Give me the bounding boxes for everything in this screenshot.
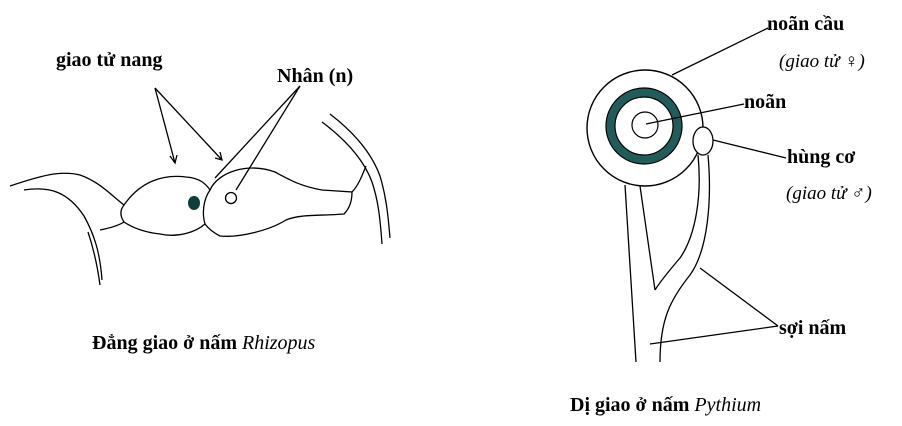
label-antheridium-note: (giao tử ♂) — [786, 183, 872, 204]
rhizopus-left-hypha-bottom — [24, 189, 102, 280]
rhizopus-fusion-line — [203, 190, 210, 224]
pythium-figure: noãn cầu (giao tử ♀) noãn hùng cơ (giao … — [570, 13, 872, 416]
rhizopus-figure: giao tử nang Nhân (n) Đẳng giao ở nấm Rh… — [10, 49, 390, 354]
label-oogonium: noãn cầu — [767, 13, 844, 35]
caption-pythium-species: Pythium — [693, 394, 761, 416]
oogonium-stalk-right — [640, 186, 655, 290]
caption-rhizopus-species: Rhizopus — [241, 332, 316, 354]
rhizopus-right-hypha-outer — [322, 122, 382, 244]
oogonium-stalk-left — [625, 185, 636, 362]
nucleus-pointers — [215, 86, 300, 190]
pointer-hyphae-1 — [700, 268, 778, 326]
egg-nucleus — [632, 112, 658, 138]
rhizopus-nucleus-open — [226, 193, 237, 204]
label-nucleus: Nhân (n) — [277, 65, 353, 87]
label-egg: noãn — [744, 91, 786, 113]
rhizopus-right-hypha-join — [352, 166, 366, 192]
caption-pythium-prefix: Dị giao ở nấm — [570, 394, 694, 416]
caption-rhizopus-prefix: Đẳng giao ở nấm — [92, 332, 242, 354]
pointer-hyphae-2 — [650, 326, 778, 344]
label-gametangium: giao tử nang — [56, 49, 162, 71]
pointer-antheridium — [713, 140, 786, 158]
gametangium-pointers — [155, 88, 222, 163]
caption-pythium: Dị giao ở nấm Pythium — [570, 394, 761, 416]
pointer-oogonium — [672, 28, 768, 75]
rhizopus-nucleus-filled — [188, 196, 200, 210]
rhizopus-gametangia-outline — [121, 168, 352, 236]
rhizopus-right-hypha-inner — [330, 114, 390, 238]
label-hyphae: sợi nấm — [779, 317, 847, 339]
label-oogonium-note: (giao tử ♀) — [779, 51, 865, 72]
caption-rhizopus: Đẳng giao ở nấm Rhizopus — [92, 332, 316, 354]
rhizopus-left-suspensor — [100, 222, 124, 230]
antheridium-stalk-right — [660, 155, 709, 362]
antheridium — [693, 127, 713, 155]
label-antheridium: hùng cơ — [787, 146, 855, 168]
